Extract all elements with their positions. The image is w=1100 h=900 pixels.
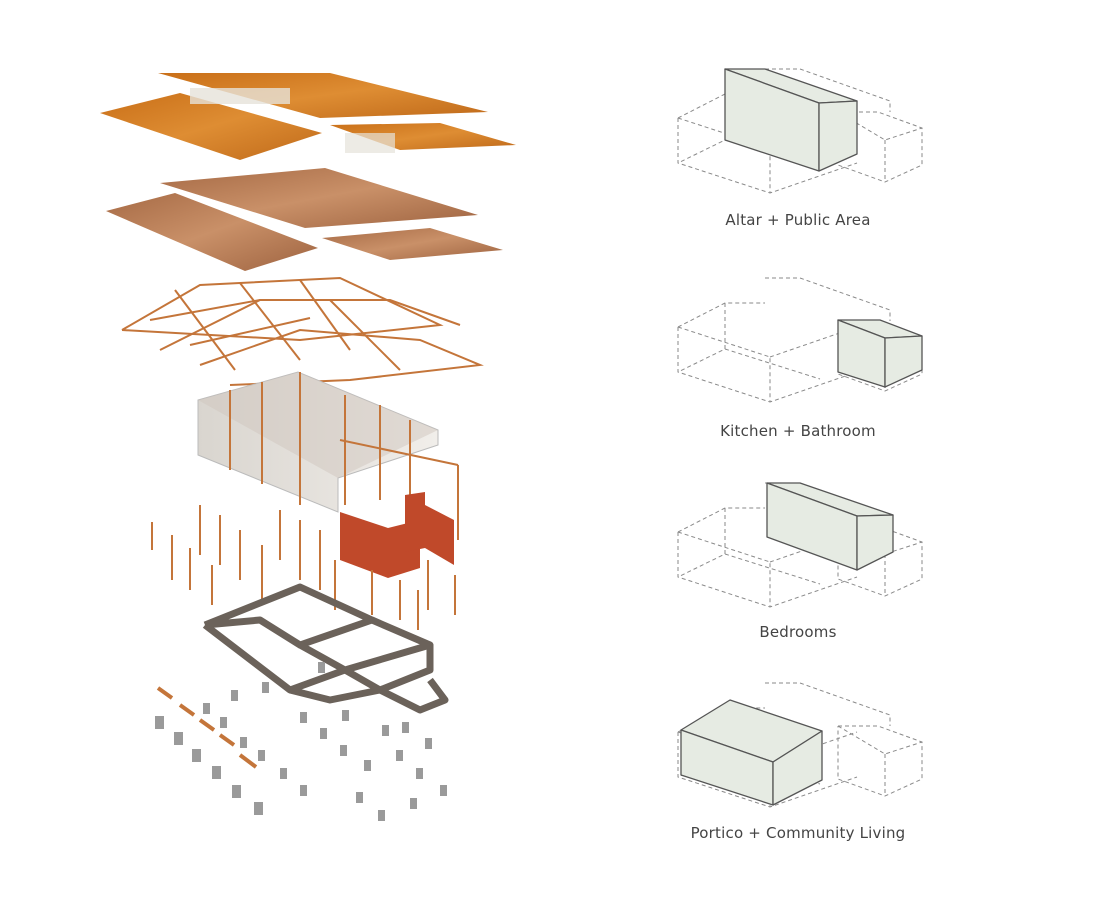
massing-diagram-altar-public-area: [677, 68, 923, 194]
highlighted-volume-face: [884, 335, 923, 388]
diagram-label-bedrooms: Bedrooms: [759, 623, 837, 641]
highlighted-volume-face: [818, 100, 858, 172]
dashed-building-outline: [677, 117, 771, 193]
diagram-label-kitchen: Kitchen + Bathroom: [720, 422, 876, 440]
concrete-piers: [155, 662, 447, 821]
diagram-label-altar: Altar + Public Area: [725, 211, 871, 229]
dashed-building-outline: [677, 508, 726, 578]
highlighted-volume-face: [772, 730, 823, 806]
roof-panels: [100, 73, 516, 160]
dashed-building-outline: [677, 94, 726, 164]
dashed-building-outline: [765, 682, 891, 726]
dashed-building-outline: [837, 111, 923, 141]
dashed-building-outline: [677, 118, 858, 194]
dashed-building-outline: [769, 531, 858, 563]
posts: [151, 505, 456, 630]
dashed-building-outline: [769, 326, 858, 358]
massing-diagram-bedrooms: [677, 482, 923, 608]
perforated-brick-panels: [340, 492, 454, 578]
dashed-building-outline: [677, 507, 765, 533]
dashed-building-outline: [837, 725, 923, 797]
dashed-building-outline: [677, 732, 858, 808]
dashed-building-outline: [677, 302, 765, 328]
dashed-building-outline: [677, 326, 771, 402]
stone-foundation: [202, 583, 449, 714]
dashed-building-outline: [837, 525, 923, 555]
ceiling-panels: [106, 168, 503, 271]
roof-trusses: [121, 276, 484, 386]
dashed-building-outline: [724, 348, 821, 380]
timber-beams: [156, 686, 258, 769]
walls: [197, 371, 459, 540]
dashed-building-outline: [765, 277, 891, 321]
highlighted-volume-face: [856, 514, 894, 571]
dashed-building-outline: [677, 531, 771, 607]
diagram-label-portico: Portico + Community Living: [690, 824, 906, 842]
dashed-building-outline: [677, 532, 858, 608]
massing-diagram-kitchen-bathroom: [677, 277, 923, 403]
dashed-building-outline: [677, 303, 726, 373]
massing-diagram-portico-community-living: [677, 682, 923, 808]
dashed-building-outline: [677, 327, 858, 403]
dashed-building-outline: [837, 725, 923, 755]
dashed-building-outline: [724, 553, 821, 585]
dashed-building-outline: [765, 68, 891, 112]
